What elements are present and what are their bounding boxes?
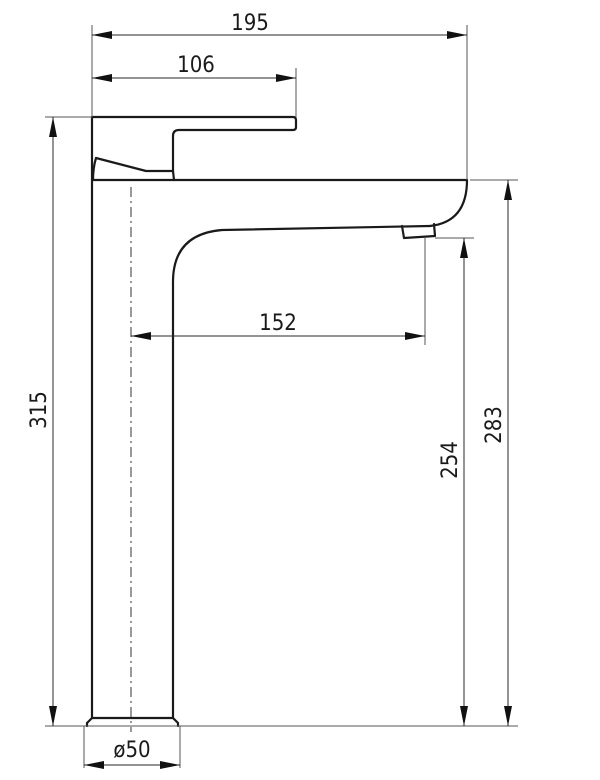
dimension-diameter-50: ø50 (84, 738, 180, 769)
dim-label-195: 195 (231, 11, 269, 36)
body-right-edge-and-spout-underside (171, 224, 432, 720)
dimension-195: 195 (92, 11, 467, 39)
handle-cartridge-curve (91, 156, 98, 182)
faucet-body (85, 115, 469, 728)
dim-label-106: 106 (177, 53, 215, 78)
dim-label-315: 315 (27, 391, 52, 429)
aerator (400, 222, 437, 240)
lever-handle (90, 115, 298, 173)
spout-nose-curve (428, 178, 469, 228)
dim-label-152: 152 (259, 311, 297, 336)
extension-lines (45, 25, 518, 768)
dimension-254: 254 (438, 238, 468, 726)
base-flange (85, 716, 180, 728)
dimension-283: 283 (482, 180, 512, 726)
dimension-106: 106 (92, 53, 296, 82)
dim-label-283: 283 (482, 406, 507, 444)
dimension-152: 152 (131, 311, 425, 340)
dim-label-254: 254 (438, 441, 463, 479)
dim-label-diameter-50: ø50 (113, 738, 150, 763)
handle-base-step (171, 169, 176, 182)
dimension-315: 315 (27, 117, 57, 726)
